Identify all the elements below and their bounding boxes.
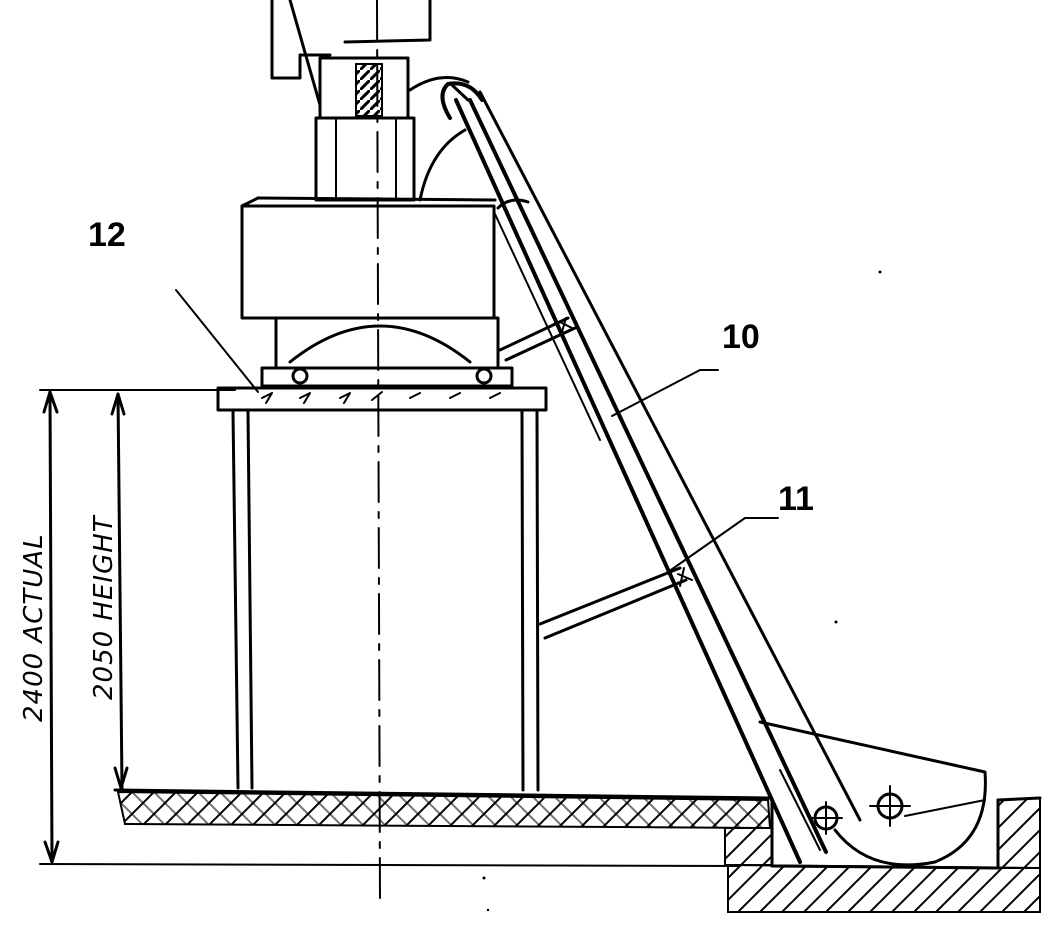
dimension-inner-label: 2050 HEIGHT — [89, 514, 119, 700]
elevator-casing — [454, 90, 862, 864]
support-lower — [538, 566, 693, 640]
callout-10-label: 10 — [722, 318, 760, 356]
callout-11-label: 11 — [778, 480, 814, 518]
dimension-outer — [39, 389, 741, 867]
center-line — [376, 0, 381, 906]
elevator-boot — [758, 720, 987, 867]
elevator-head — [440, 81, 484, 120]
floor-slab — [113, 788, 772, 830]
dimension-inner — [110, 392, 129, 790]
silo-body — [216, 386, 548, 792]
drive-unit — [270, 0, 470, 202]
callout-11: 11 — [667, 480, 814, 573]
callout-10: 10 — [611, 318, 760, 417]
support-upper — [498, 316, 577, 362]
stray-marks — [482, 270, 882, 912]
dimension-outer-label: 2400 ACTUAL — [19, 533, 49, 722]
callout-12: 12 — [88, 216, 259, 393]
callout-12-label: 12 — [88, 216, 126, 254]
pit-floor — [724, 796, 1042, 913]
